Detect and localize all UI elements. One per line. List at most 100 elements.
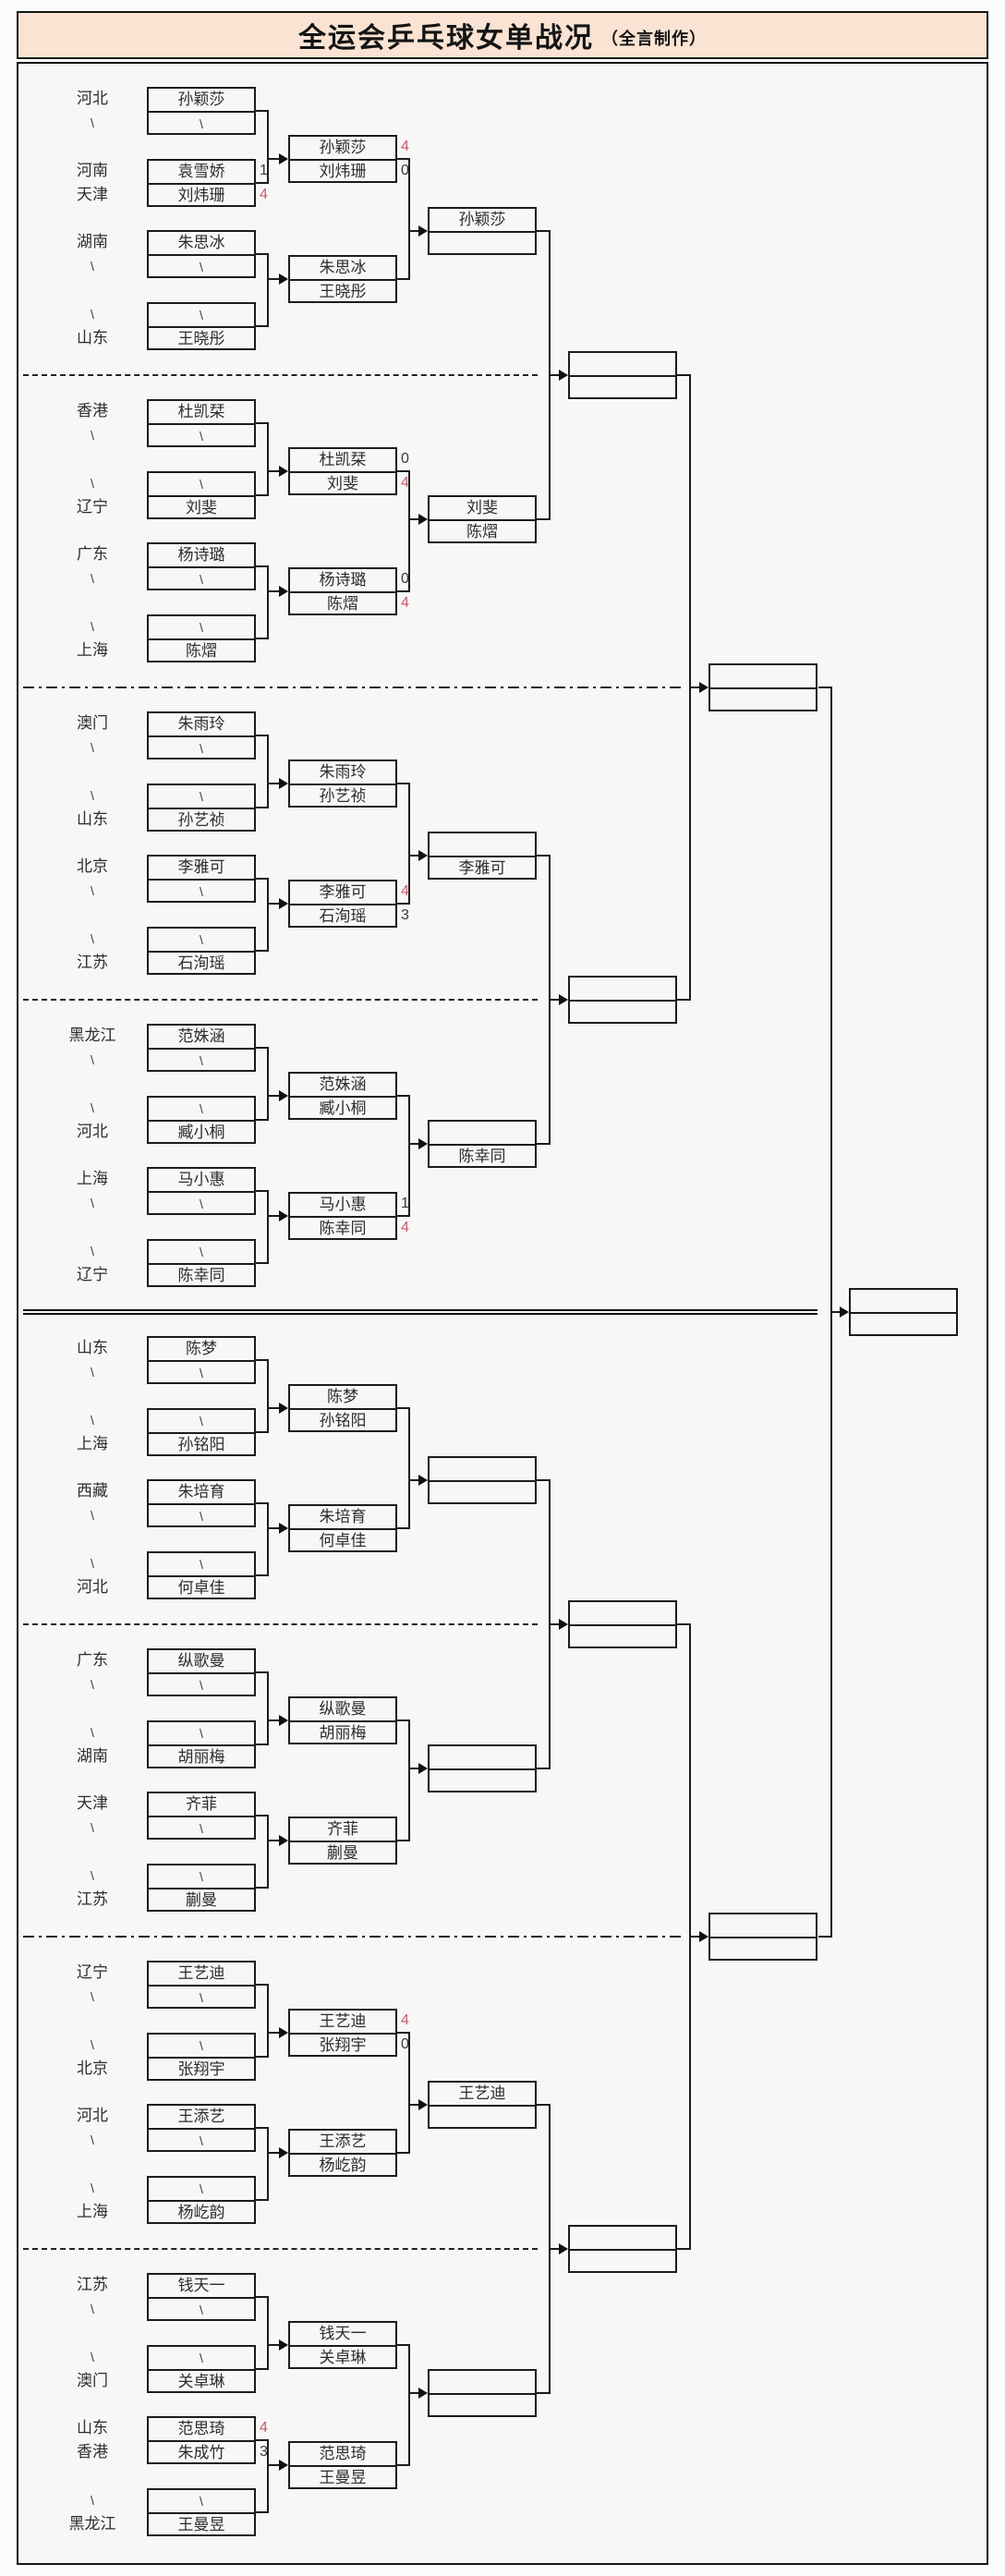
- r3-match-box: 李雅可: [428, 832, 537, 880]
- connector-line: [267, 2296, 269, 2370]
- connector-line: [256, 1984, 269, 1986]
- r1-match-box: 孙颖莎\: [147, 87, 256, 135]
- bye-label: \: [91, 2181, 94, 2195]
- connector-line: [256, 2368, 269, 2370]
- province-label: 江苏: [77, 954, 108, 971]
- player-name: 孙颖莎: [290, 137, 395, 161]
- arrow-right-icon: [418, 850, 428, 861]
- bye-slot: \: [200, 260, 203, 274]
- r1-match-box: \石洵瑶: [147, 927, 256, 975]
- player-name: 陈熠: [466, 523, 498, 541]
- province-label: 山东: [77, 329, 108, 346]
- arrow-right-icon: [699, 1931, 708, 1942]
- bye-slot: \: [149, 929, 254, 953]
- r3-match-box: 王艺迪: [428, 2081, 537, 2129]
- connector-line: [409, 1768, 420, 1769]
- province-label: 广东: [77, 1651, 108, 1669]
- arrow-right-icon: [418, 1138, 428, 1149]
- connector-line: [267, 735, 269, 808]
- bye-slot: \: [149, 2035, 254, 2059]
- player-name: 范思琦: [149, 2418, 254, 2442]
- player-name: 王曼昱: [177, 2516, 225, 2533]
- empty-slot: [710, 1938, 816, 1961]
- player-name: 刘斐: [430, 497, 535, 521]
- r3-match-box: [428, 2369, 537, 2417]
- province-label: 西藏: [77, 1482, 108, 1500]
- bye-slot: \: [149, 1098, 254, 1122]
- province-label: 上海: [77, 2203, 108, 2220]
- connector-line: [677, 2248, 691, 2250]
- connector-line: [408, 2344, 410, 2466]
- connector-line: [256, 1671, 269, 1673]
- player-name: 孙铭阳: [319, 1412, 367, 1429]
- score: 4: [401, 2012, 409, 2028]
- connector-line: [408, 1407, 410, 1529]
- player-name: 胡丽梅: [319, 1724, 367, 1742]
- empty-slot: [430, 1482, 535, 1504]
- connector-line: [397, 1527, 410, 1529]
- r2-match-box: 范思琦王曼昱: [288, 2441, 397, 2489]
- empty-slot: [430, 1122, 535, 1146]
- player-name: 马小惠: [149, 1169, 254, 1193]
- bye-label: \: [91, 1365, 94, 1379]
- province-label: 河北: [77, 1578, 108, 1596]
- player-name: 关卓琳: [177, 2373, 225, 2390]
- province-label: 黑龙江: [68, 2515, 116, 2533]
- r1-match-box: 纵歌曼\: [147, 1648, 256, 1696]
- player-name: 陈幸同: [177, 1267, 225, 1284]
- r1-match-box: 王艺迪\: [147, 1961, 256, 2009]
- bye-label: \: [91, 428, 94, 443]
- r2-match-box: 马小惠陈幸同: [288, 1192, 397, 1240]
- bye-label: \: [91, 259, 94, 273]
- player-name: 纵歌曼: [290, 1698, 395, 1722]
- connector-line: [677, 999, 691, 1001]
- connector-line: [268, 158, 280, 160]
- player-name: 袁雪娇: [149, 161, 254, 185]
- connector-line: [397, 470, 410, 472]
- score: 0: [401, 571, 409, 587]
- player-name: 孙颖莎: [430, 209, 535, 233]
- bye-slot: \: [149, 1722, 254, 1746]
- bye-slot: \: [200, 116, 203, 131]
- bye-label: \: [91, 788, 94, 803]
- connector-line: [267, 1984, 269, 2058]
- r3-match-box: 孙颖莎: [428, 207, 537, 255]
- r1-match-box: 范思琦朱成竹: [147, 2416, 256, 2464]
- connector-line: [397, 2032, 410, 2034]
- connector-line: [268, 590, 280, 592]
- score: 4: [401, 595, 409, 611]
- player-name: 孙艺祯: [319, 787, 367, 805]
- bye-slot: \: [200, 741, 203, 756]
- connector-line: [256, 2511, 269, 2513]
- arrow-right-icon: [279, 1523, 288, 1534]
- r3-match-box: 陈幸同: [428, 1120, 537, 1168]
- connector-line: [408, 2032, 410, 2154]
- r2-match-box: 朱思冰王晓彤: [288, 255, 397, 303]
- r1-match-box: \王晓彤: [147, 302, 256, 350]
- empty-slot: [851, 1290, 956, 1314]
- r1-match-box: \关卓琳: [147, 2345, 256, 2393]
- province-label: 江苏: [77, 2276, 108, 2293]
- connector-line: [256, 878, 269, 880]
- bye-label: \: [91, 883, 94, 898]
- connector-line: [537, 1768, 551, 1769]
- player-name: 臧小桐: [319, 1100, 367, 1117]
- arrow-right-icon: [279, 1210, 288, 1221]
- province-label: 辽宁: [77, 1963, 108, 1981]
- r1-match-box: 杜凯栞\: [147, 399, 256, 447]
- r1-match-box: \蒯曼: [147, 1864, 256, 1912]
- bye-slot: \: [200, 2303, 203, 2317]
- player-name: 石洵瑶: [177, 954, 225, 972]
- score: 0: [401, 2036, 409, 2052]
- arrow-right-icon: [279, 2147, 288, 2158]
- r2-match-box: 陈梦孙铭阳: [288, 1384, 397, 1432]
- player-name: 朱雨玲: [149, 713, 254, 737]
- r1-match-box: \王曼昱: [147, 2488, 256, 2536]
- province-label: 天津: [77, 186, 108, 203]
- r2-match-box: 朱培育何卓佳: [288, 1504, 397, 1552]
- bye-slot: \: [200, 429, 203, 444]
- player-name: 朱思冰: [149, 232, 254, 256]
- province-label: 上海: [77, 1435, 108, 1452]
- connector-line: [408, 783, 410, 905]
- bye-label: \: [91, 931, 94, 946]
